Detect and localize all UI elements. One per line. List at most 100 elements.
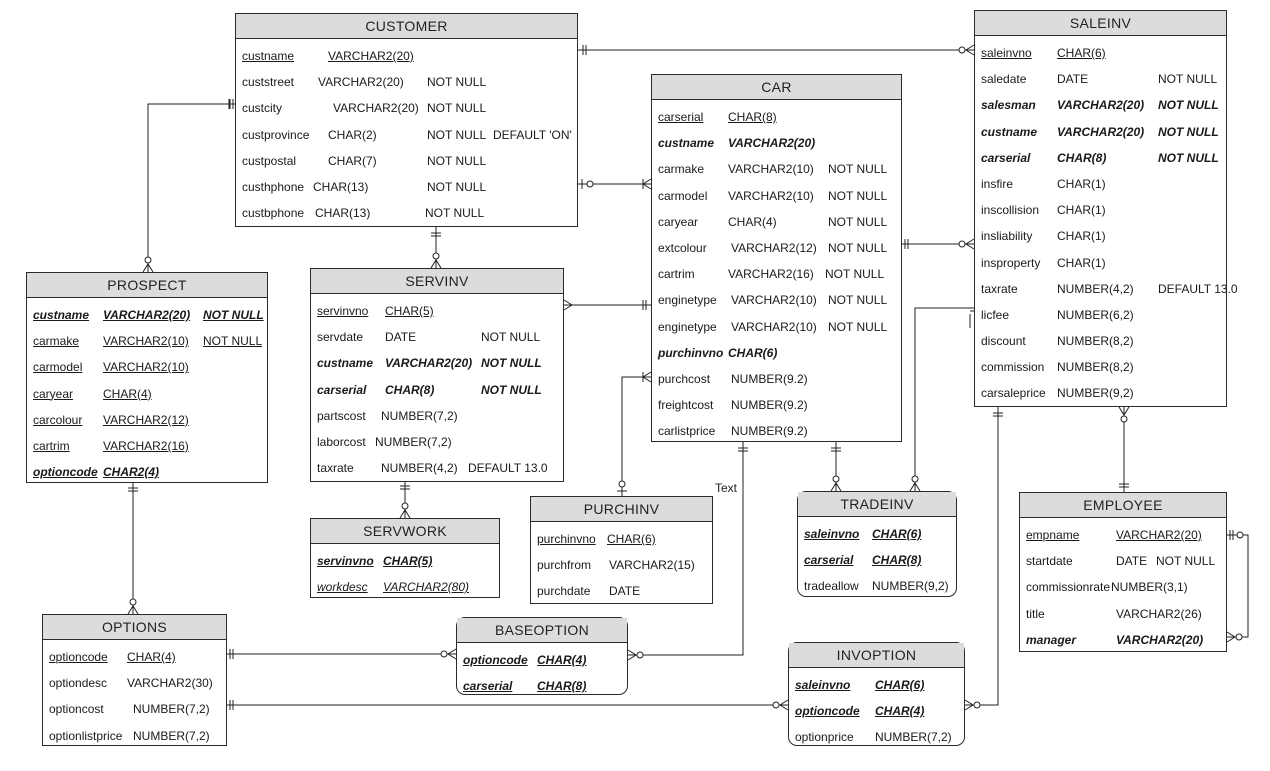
attribute-type: VARCHAR2(12) [731, 240, 817, 255]
attribute-type: NUMBER(4,2) [381, 461, 458, 476]
many-marker [779, 699, 789, 711]
attribute-type: NUMBER(7,2) [133, 702, 210, 717]
attribute-constraint: NOT NULL [425, 206, 485, 221]
attribute-name: optioncode [795, 704, 860, 719]
attribute-constraint: NOT NULL [828, 214, 888, 229]
entity-title: BASEOPTION [457, 618, 627, 643]
optional-marker [958, 240, 966, 248]
attribute-type: NUMBER(9,2) [872, 579, 949, 594]
entity-title: SERVWORK [311, 519, 499, 544]
attribute-type: CHAR(8) [537, 679, 587, 694]
optional-marker [618, 480, 626, 488]
attribute-type: VARCHAR2(20) [1057, 98, 1145, 113]
attribute-constraint: NOT NULL [828, 240, 888, 255]
attribute-constraint: NOT NULL [427, 101, 487, 116]
attribute-type: CHAR(2) [328, 127, 377, 142]
mandatory-one-marker [1119, 483, 1129, 488]
attribute-name: carserial [804, 553, 854, 568]
many-marker [909, 482, 921, 492]
attribute-type: VARCHAR2(20) [328, 49, 414, 63]
attribute-name: caryear [33, 386, 74, 401]
attribute-name: taxrate [317, 461, 354, 476]
attribute-type: NUMBER(8,2) [1057, 334, 1134, 349]
attribute-name: optionprice [795, 730, 854, 745]
attribute-constraint: NOT NULL [203, 308, 264, 322]
attribute-constraint: NOT NULL [481, 356, 542, 371]
many-marker [642, 178, 652, 190]
attribute-name: caryear [658, 214, 699, 229]
optional-marker [129, 598, 137, 606]
attribute-name: servdate [317, 330, 364, 345]
optional-marker [586, 180, 594, 188]
attribute-type: VARCHAR2(30) [127, 676, 213, 691]
attribute-type: CHAR(8) [385, 382, 435, 397]
optional-marker [440, 650, 448, 658]
entity-title: CUSTOMER [236, 14, 577, 39]
attribute-type: VARCHAR2(20) [318, 75, 404, 90]
attribute-name: carmake [33, 334, 80, 349]
optional-marker [432, 252, 440, 260]
entity-title: EMPLOYEE [1020, 493, 1226, 518]
attribute-type: CHAR(1) [1057, 229, 1106, 244]
entity-title: TRADEINV [798, 492, 956, 517]
attribute-name: partscost [317, 408, 366, 423]
attribute-name: carsaleprice [981, 386, 1046, 401]
attribute-name: custname [981, 124, 1038, 139]
attribute-name: licfee [981, 307, 1010, 322]
many-marker [965, 44, 975, 56]
attribute-constraint: NOT NULL [828, 293, 888, 308]
attribute-type: CHAR(13) [313, 179, 369, 194]
optional-marker [1235, 633, 1243, 641]
attribute-name: saleinvno [804, 527, 860, 541]
attribute-name: empname [1026, 528, 1080, 542]
optional-marker [911, 475, 919, 483]
many-marker [642, 371, 652, 383]
attribute-name: cartrim [658, 267, 695, 282]
relationship-line [1227, 534, 1249, 638]
entity-title: OPTIONS [43, 615, 226, 640]
attribute-type: VARCHAR2(20) [728, 136, 816, 151]
attribute-name: carserial [317, 382, 367, 397]
attribute-type: VARCHAR2(10) [728, 188, 814, 203]
attribute-constraint: NOT NULL [828, 188, 888, 203]
entity-title: CAR [652, 75, 901, 100]
attribute-name: purchcost [658, 371, 711, 386]
many-marker [563, 299, 573, 311]
attribute-name: optioncode [463, 653, 528, 667]
attribute-name: optioncost [49, 702, 104, 717]
